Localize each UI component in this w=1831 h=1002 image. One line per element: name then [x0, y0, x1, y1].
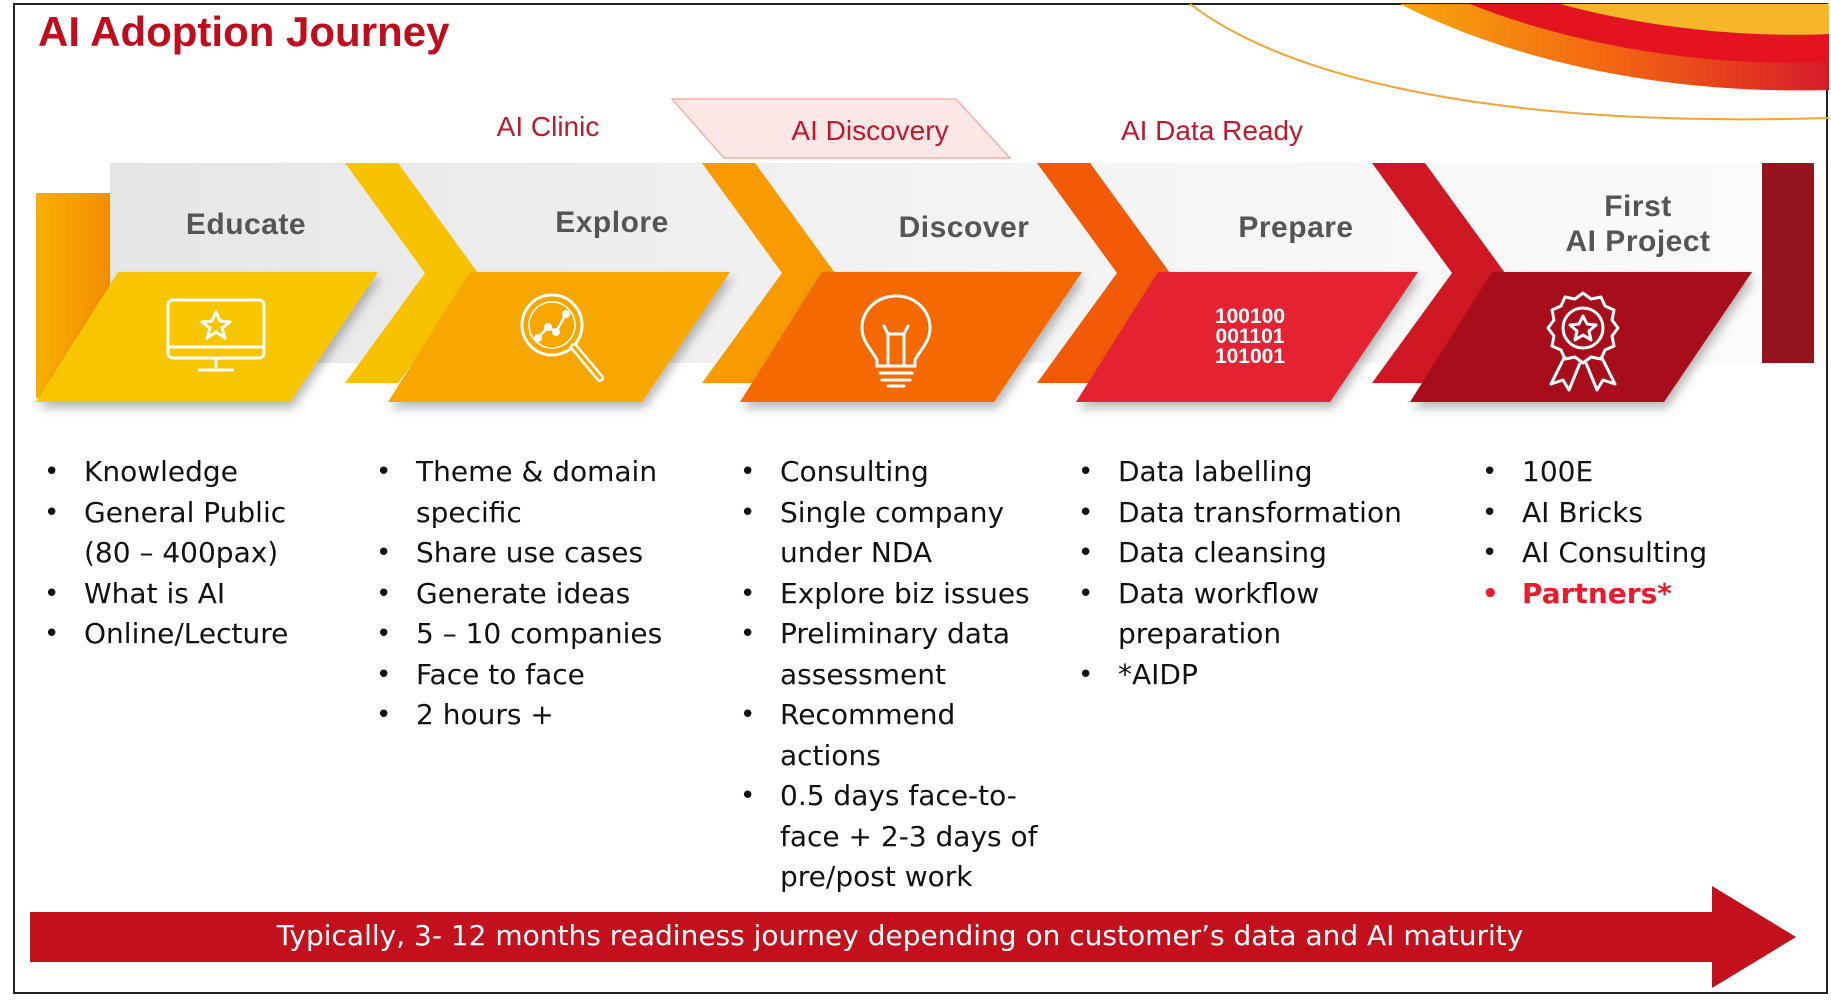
binary-data-icon: 100100 001101 101001: [1215, 305, 1285, 368]
bullets-first-ai-project: 100E AI Bricks AI Consulting Partners*: [1482, 452, 1802, 614]
bullet-item: Data workflow preparation: [1078, 574, 1438, 655]
stage-label-ai-project: AI Project: [1565, 225, 1710, 258]
award-ribbon-icon: [1546, 291, 1620, 392]
bullet-item: Share use cases: [376, 533, 696, 574]
magnifier-chart-icon: [520, 293, 604, 382]
binary-line-2: 001101: [1216, 325, 1285, 348]
stage-chevrons: [345, 163, 1505, 383]
bullet-item: What is AI: [44, 574, 334, 615]
bullet-item: 2 hours +: [376, 695, 696, 736]
journey-end-bar: [1762, 163, 1814, 363]
stage-label-explore: Explore: [555, 206, 669, 239]
bullet-item: 5 – 10 companies: [376, 614, 696, 655]
bullet-item: AI Bricks: [1482, 493, 1802, 534]
bullet-item-partners: Partners*: [1482, 574, 1802, 615]
binary-line-3: 101001: [1215, 345, 1285, 368]
bottom-banner-text: Typically, 3- 12 months readiness journe…: [276, 919, 1524, 952]
program-ai-discovery: AI Discovery: [791, 115, 948, 146]
bullet-item: Preliminary data assessment: [740, 614, 1040, 695]
bullet-item: Explore biz issues: [740, 574, 1040, 615]
bullet-item: 0.5 days face-to-face + 2-3 days of pre/…: [740, 776, 1040, 898]
bullet-item: *AIDP: [1078, 655, 1438, 696]
bullet-item: Consulting: [740, 452, 1040, 493]
decorative-arcs: [1189, 3, 1830, 121]
slide-frame: [13, 3, 1828, 994]
bottom-banner-arrow: [30, 886, 1796, 988]
bullet-item: 100E: [1482, 452, 1802, 493]
ai-discovery-frame: [670, 98, 1012, 159]
bullet-item: Recommend actions: [740, 695, 1040, 776]
page-title: AI Adoption Journey: [38, 8, 450, 55]
monitor-star-icon: [166, 298, 266, 372]
binary-line-1: 100100: [1215, 305, 1285, 328]
bullets-prepare: Data labelling Data transformation Data …: [1078, 452, 1438, 695]
bullet-item: Generate ideas: [376, 574, 696, 615]
bullet-item: Data transformation: [1078, 493, 1438, 534]
stage-label-prepare: Prepare: [1238, 211, 1353, 244]
bullet-item: Knowledge: [44, 452, 334, 493]
stage-label-first: First: [1604, 190, 1672, 223]
bullet-item: General Public (80 – 400pax): [44, 493, 334, 574]
bullet-item: AI Consulting: [1482, 533, 1802, 574]
bullets-discover: Consulting Single company under NDA Expl…: [740, 452, 1040, 898]
program-ai-data-ready: AI Data Ready: [1121, 115, 1303, 146]
program-ai-clinic: AI Clinic: [497, 111, 600, 142]
bullets-explore: Theme & domain specific Share use cases …: [376, 452, 696, 736]
bullets-educate: Knowledge General Public (80 – 400pax) W…: [44, 452, 334, 655]
stage-tiles: [36, 272, 1752, 402]
lightbulb-icon: [860, 294, 932, 388]
stage-label-educate: Educate: [186, 208, 306, 241]
bullet-item: Data cleansing: [1078, 533, 1438, 574]
bullet-item: Theme & domain specific: [376, 452, 696, 533]
bullet-item: Single company under NDA: [740, 493, 1040, 574]
bullet-item: Online/Lecture: [44, 614, 334, 655]
bullet-item: Face to face: [376, 655, 696, 696]
stage-label-discover: Discover: [899, 211, 1030, 244]
bullet-item: Data labelling: [1078, 452, 1438, 493]
